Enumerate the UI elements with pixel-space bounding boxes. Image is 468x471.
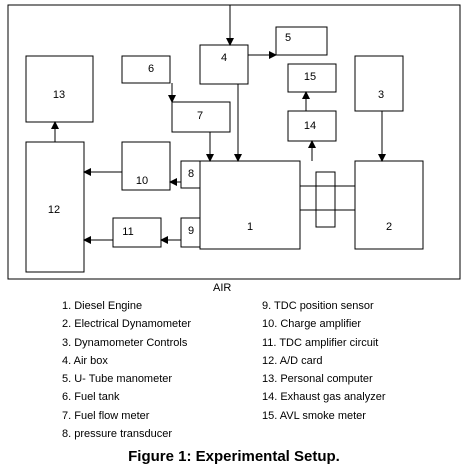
box-u-tube-manometer bbox=[275, 26, 328, 56]
legend-item: 15. AVL smoke meter bbox=[262, 409, 366, 422]
legend-item: 13. Personal computer bbox=[262, 373, 373, 386]
label-box-5: 5 bbox=[285, 32, 291, 44]
legend-right: 9. TDC position sensor 10. Charge amplif… bbox=[262, 297, 386, 425]
box-air-box bbox=[199, 44, 249, 85]
box-fuel-tank bbox=[121, 55, 171, 84]
label-box-13: 13 bbox=[53, 89, 65, 101]
label-box-8: 8 bbox=[188, 168, 194, 180]
legend-item: 8. pressure transducer bbox=[62, 428, 173, 441]
legend-item: 6. Fuel tank bbox=[62, 391, 120, 404]
shaft-coupling bbox=[315, 171, 336, 228]
air-label: AIR bbox=[213, 282, 232, 294]
box-personal-computer bbox=[25, 55, 94, 123]
box-tdc-amplifier-circuit bbox=[112, 217, 162, 248]
legend-item: 5. U- Tube manometer bbox=[62, 373, 173, 386]
box-avl-smoke-meter bbox=[287, 63, 337, 93]
legend-item: 11. TDC amplifier circuit bbox=[262, 336, 379, 349]
legend-item: 1. Diesel Engine bbox=[62, 300, 143, 312]
label-box-12: 12 bbox=[48, 204, 60, 216]
label-box-6: 6 bbox=[148, 63, 154, 75]
figure-caption: Figure 1: Experimental Setup. bbox=[128, 448, 340, 465]
label-box-14: 14 bbox=[304, 120, 316, 132]
box-charge-amplifier bbox=[121, 141, 171, 191]
label-box-11: 11 bbox=[122, 226, 133, 238]
legend-item: 10. Charge amplifier bbox=[262, 318, 362, 331]
legend-left: 1. Diesel Engine 2. Electrical Dynamomet… bbox=[62, 297, 191, 443]
label-box-3: 3 bbox=[378, 89, 384, 101]
setup-diagram: 1 2 3 4 5 6 7 8 9 10 11 12 13 14 15 bbox=[7, 4, 461, 280]
legend-item: 2. Electrical Dynamometer bbox=[62, 318, 191, 331]
legend-item: 7. Fuel flow meter bbox=[62, 409, 150, 422]
label-box-7: 7 bbox=[197, 110, 203, 122]
legend-item: 4. Air box bbox=[62, 354, 108, 367]
label-box-10: 10 bbox=[136, 175, 148, 187]
box-pressure-transducer bbox=[180, 160, 201, 189]
label-box-15: 15 bbox=[304, 71, 316, 83]
box-dynamometer-controls bbox=[354, 55, 404, 112]
label-box-1: 1 bbox=[247, 221, 253, 233]
label-box-9: 9 bbox=[188, 225, 194, 237]
box-ad-card bbox=[25, 141, 85, 273]
box-tdc-position-sensor bbox=[180, 217, 201, 248]
box-diesel-engine bbox=[199, 160, 301, 250]
label-box-2: 2 bbox=[386, 221, 392, 233]
legend-item: 9. TDC position sensor bbox=[262, 300, 374, 312]
legend-item: 12. A/D card bbox=[262, 354, 323, 367]
box-fuel-flow-meter bbox=[171, 101, 231, 133]
legend-item: 14. Exhaust gas analyzer bbox=[262, 391, 386, 404]
diagram-frame bbox=[7, 4, 461, 280]
label-box-4: 4 bbox=[221, 52, 227, 64]
box-electrical-dynamometer bbox=[354, 160, 424, 250]
legend-item: 3. Dynamometer Controls bbox=[62, 336, 188, 349]
